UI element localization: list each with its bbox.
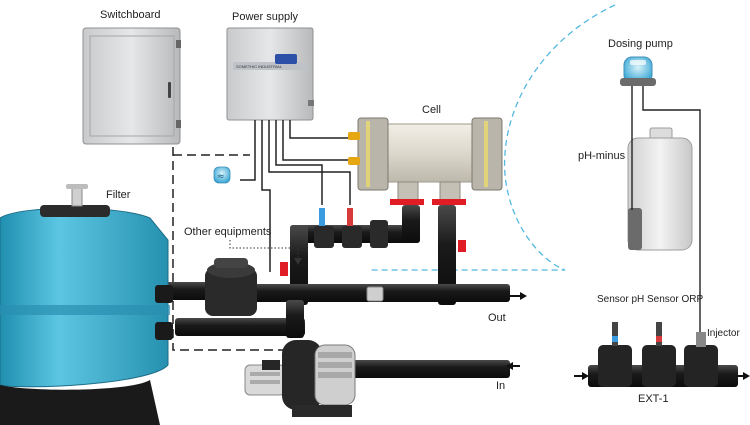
- other-equipments-leader: [229, 240, 299, 258]
- electrolysis-cell: [348, 117, 503, 205]
- arrow-right-icon: [510, 292, 527, 300]
- ph-minus-bottle: [627, 127, 693, 251]
- label-in: In: [496, 380, 506, 392]
- arrow-left-icon: [506, 362, 520, 370]
- switchboard: [82, 27, 181, 145]
- ext1-manifold: [588, 322, 738, 387]
- label-power-supply: Power supply: [232, 11, 299, 23]
- dosing-pump: [620, 56, 656, 86]
- svg-text:≈: ≈: [217, 172, 225, 182]
- label-filter: Filter: [106, 189, 131, 201]
- label-out: Out: [488, 312, 506, 324]
- label-dosing-pump: Dosing pump: [608, 38, 673, 50]
- flow-switch-icon: ≈: [213, 166, 231, 184]
- label-cell: Cell: [422, 104, 441, 116]
- label-sensor-orp: Sensor ORP: [647, 294, 704, 305]
- multiport-valve: [205, 258, 257, 316]
- other-equipments-pointer: [294, 258, 302, 265]
- label-switchboard: Switchboard: [100, 9, 161, 21]
- manifold-sensors: [314, 208, 388, 248]
- switchboard-dashed-cable: [172, 147, 300, 351]
- label-injector: Injector: [707, 328, 740, 339]
- circulation-pump: [244, 340, 356, 417]
- label-ph-minus: pH-minus: [578, 150, 626, 162]
- label-other-equipments: Other equipments: [184, 226, 272, 238]
- valves: [280, 240, 466, 302]
- label-sensor-ph: Sensor pH: [597, 294, 645, 305]
- dosing-zone-arc: [370, 4, 616, 271]
- label-ext1: EXT-1: [638, 393, 669, 405]
- dosing-tubes: [631, 86, 701, 350]
- power-supply-badge: SOMETHIC INDUSTRIAL: [236, 64, 283, 69]
- ext1-inlet-arrow-icon: [574, 372, 589, 380]
- ext1-outlet-arrow-icon: [738, 372, 750, 380]
- power-cables: [240, 120, 360, 272]
- power-supply: SOMETHIC INDUSTRIAL: [226, 27, 314, 121]
- sand-filter: [0, 184, 173, 425]
